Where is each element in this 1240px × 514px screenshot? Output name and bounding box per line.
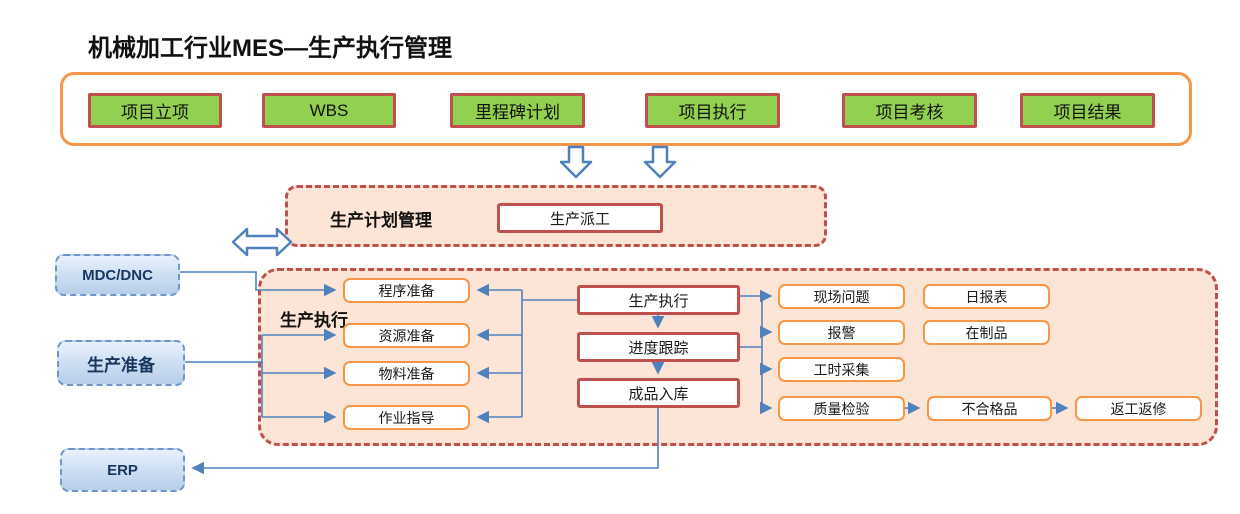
phase-label: WBS [309,100,349,120]
monitor-label: 质量检验 [813,400,870,417]
phase-box-project-initiation: 项目立项 [88,93,222,128]
external-box-production-prep: 生产准备 [57,340,185,386]
external-label: 生产准备 [87,355,155,375]
phase-label: 项目结果 [1053,103,1122,122]
phase-box-project-assessment: 项目考核 [842,93,977,128]
flow-label: 进度跟踪 [628,339,689,357]
monitor-label: 报警 [827,324,856,341]
quality-label: 返工返修 [1110,400,1167,417]
prep-label: 资源准备 [378,327,435,344]
monitor-box-alarm: 报警 [778,320,905,345]
flow-box-progress-tracking: 进度跟踪 [577,332,740,362]
prep-box-program: 程序准备 [343,278,470,303]
dispatch-label: 生产派工 [549,210,610,228]
monitor-box-quality-inspection: 质量检验 [778,396,905,421]
prep-box-resource: 资源准备 [343,323,470,348]
prep-label: 物料准备 [378,365,435,382]
page-title: 机械加工行业MES—生产执行管理 [88,35,453,62]
quality-label: 不合格品 [961,400,1018,417]
phase-label: 项目执行 [678,103,747,122]
report-label: 在制品 [965,324,1008,341]
flow-box-finished-goods-storage: 成品入库 [577,378,740,408]
external-box-erp: ERP [60,448,185,492]
project-phase-container [60,72,1192,146]
external-label: MDC/DNC [82,266,153,284]
phase-label: 项目立项 [121,103,189,122]
flow-box-production-execution: 生产执行 [577,285,740,315]
external-label: ERP [107,461,138,479]
report-box-daily-report: 日报表 [923,284,1050,309]
phase-box-milestone-plan: 里程碑计划 [450,93,585,128]
prep-label: 程序准备 [378,282,435,299]
monitor-label: 工时采集 [813,361,870,378]
dispatch-box: 生产派工 [497,203,663,233]
prep-label: 作业指导 [378,409,435,426]
monitor-box-site-issues: 现场问题 [778,284,905,309]
report-label: 日报表 [965,288,1008,305]
phase-box-project-result: 项目结果 [1020,93,1155,128]
prep-box-work-instruction: 作业指导 [343,405,470,430]
quality-box-nonconforming: 不合格品 [927,396,1052,421]
monitor-box-labor-hours: 工时采集 [778,357,905,382]
phase-label: 里程碑计划 [475,103,560,122]
production-execution-label: 生产执行 [280,311,348,330]
monitor-label: 现场问题 [813,288,870,305]
phase-label: 项目考核 [875,103,944,122]
flow-label: 生产执行 [628,292,689,310]
double-arrow-icon [231,227,293,257]
prep-box-material: 物料准备 [343,361,470,386]
phase-box-wbs: WBS [262,93,396,128]
flow-label: 成品入库 [628,385,689,403]
phase-box-project-execution: 项目执行 [645,93,780,128]
external-box-mdc-dnc: MDC/DNC [55,254,180,296]
report-box-wip: 在制品 [923,320,1050,345]
production-plan-label: 生产计划管理 [330,211,432,230]
down-arrow-icon [559,145,593,179]
down-arrow-icon [643,145,677,179]
quality-box-rework: 返工返修 [1075,396,1202,421]
